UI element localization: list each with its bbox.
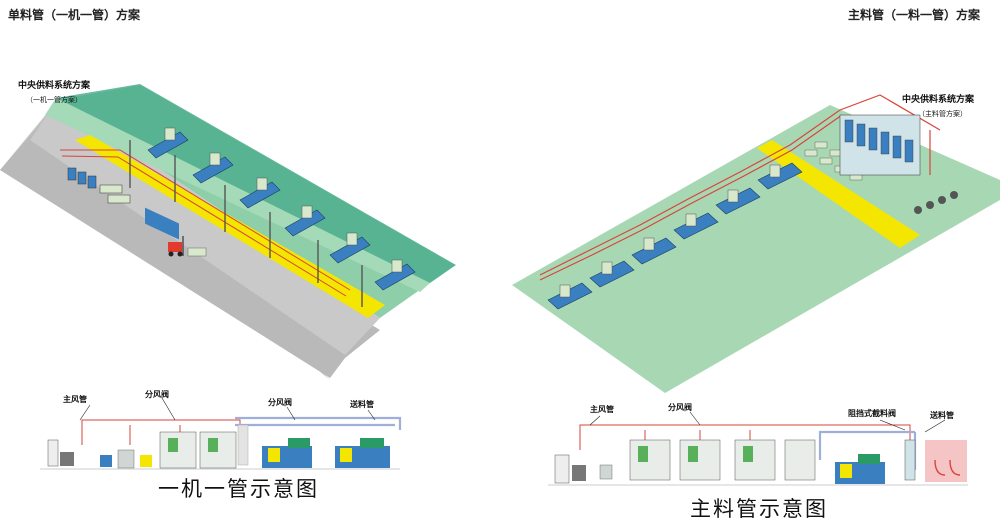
right-air-valve-label: 分风阀: [668, 402, 692, 412]
injection-machine-icon: [145, 207, 179, 240]
left-heading: 单料管（一机一管）方案: [8, 8, 141, 22]
right-feed-pipe-label: 送料管: [930, 410, 954, 420]
vacuum-pump-icon: [914, 191, 958, 214]
right-system-title: 中央供料系统方案: [902, 95, 975, 105]
right-system-subtitle: （主料管方案）: [918, 110, 967, 118]
left-system-title: 中央供料系统方案: [18, 81, 91, 91]
left-system-subtitle: （一机一管方案）: [26, 96, 82, 104]
right-heading: 主料管（一料一管）方案: [848, 8, 981, 22]
right-diagram-caption: 主料管示意图: [690, 497, 828, 521]
left-feed-pipe-label: 送料管: [350, 399, 374, 409]
left-diagram-caption: 一机一管示意图: [158, 477, 319, 501]
injection-machine-icon: [262, 438, 312, 468]
cutoff-valve-label: 阻挡式截料阀: [848, 408, 896, 418]
forklift-icon: [168, 236, 207, 257]
left-air-valve-label-1: 分风阀: [145, 389, 169, 399]
left-air-valve-label-2: 分风阀: [268, 397, 292, 407]
right-main-air-pipe-label: 主风管: [590, 404, 614, 414]
left-main-air-pipe-label: 主风管: [63, 394, 87, 404]
control-cabinet-icon: [47, 439, 59, 467]
